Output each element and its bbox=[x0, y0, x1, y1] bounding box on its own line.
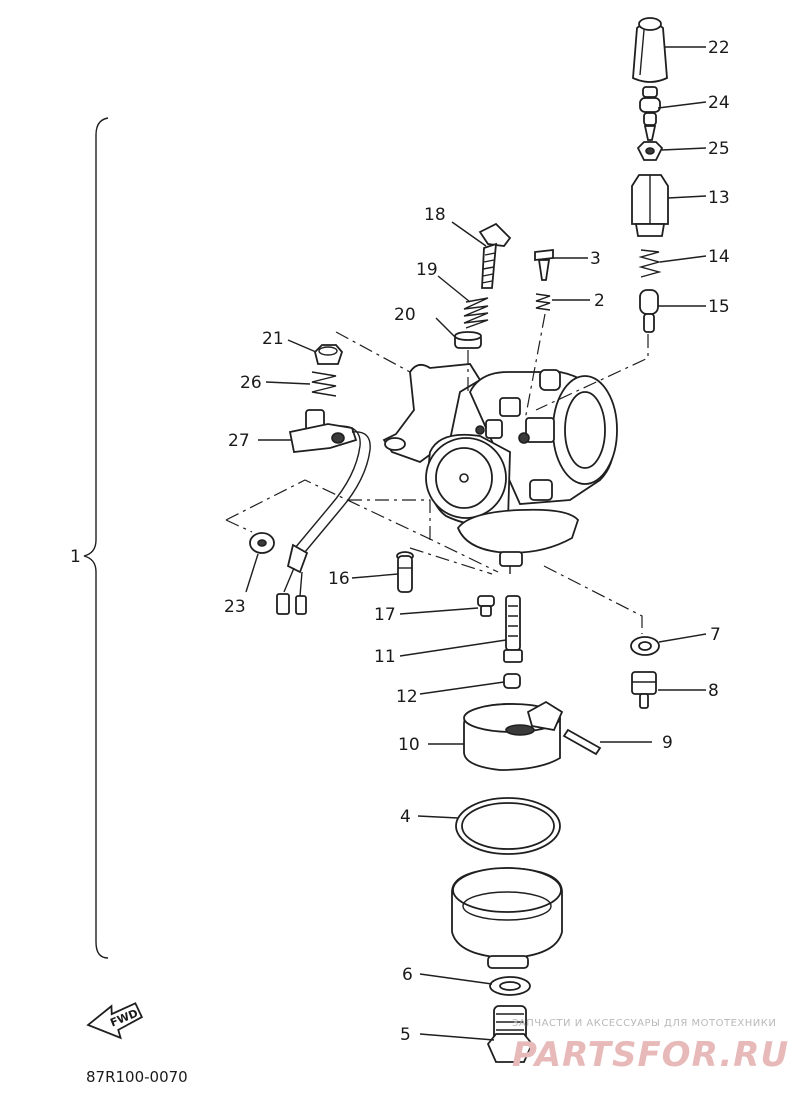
forward-arrow-icon: FWD bbox=[86, 1002, 144, 1040]
part-13-starter-housing bbox=[631, 174, 669, 237]
callout-6: 6 bbox=[402, 965, 413, 985]
callout-16: 16 bbox=[328, 569, 350, 589]
callout-11: 11 bbox=[374, 647, 396, 667]
part-9-float-pin bbox=[562, 728, 602, 756]
part-11-needle-jet bbox=[503, 595, 523, 663]
callout-5: 5 bbox=[400, 1025, 411, 1045]
assembly-guide-lines bbox=[225, 313, 649, 634]
carburetor-body bbox=[382, 363, 618, 574]
part-23-grommet bbox=[249, 532, 275, 554]
part-7-washer bbox=[630, 636, 660, 656]
assembly-bracket bbox=[83, 117, 109, 959]
float-bowl bbox=[451, 867, 563, 969]
callout-9: 9 bbox=[662, 733, 673, 753]
callout-1: 1 bbox=[70, 547, 81, 567]
watermark: ЗАПЧАСТИ И АКСЕССУАРЫ ДЛЯ МОТОТЕХНИКИ PA… bbox=[512, 1018, 789, 1075]
callout-13: 13 bbox=[708, 188, 730, 208]
part-24-plunger-body bbox=[639, 86, 661, 141]
part-26-spring bbox=[311, 371, 337, 397]
callout-8: 8 bbox=[708, 681, 719, 701]
part-27-cable-adjuster bbox=[276, 409, 371, 615]
callout-22: 22 bbox=[708, 38, 730, 58]
callout-7: 7 bbox=[710, 625, 721, 645]
callout-18: 18 bbox=[424, 205, 446, 225]
part-6-washer bbox=[489, 976, 531, 996]
part-25-nut bbox=[636, 141, 664, 161]
part-2-spring bbox=[535, 293, 551, 311]
part-18-throttle-stop-screw bbox=[478, 222, 512, 289]
watermark-brand: PARTSFOR.RU bbox=[512, 1035, 789, 1075]
watermark-tagline: ЗАПЧАСТИ И АКСЕССУАРЫ ДЛЯ МОТОТЕХНИКИ bbox=[512, 1018, 776, 1029]
callout-4: 4 bbox=[400, 807, 411, 827]
callout-15: 15 bbox=[708, 297, 730, 317]
callout-21: 21 bbox=[262, 329, 284, 349]
callout-12: 12 bbox=[396, 687, 418, 707]
callout-27: 27 bbox=[228, 431, 250, 451]
part-4-gasket bbox=[455, 797, 561, 855]
part-15-plunger bbox=[639, 289, 659, 333]
callout-3: 3 bbox=[590, 249, 601, 269]
drawing-code: 87R100-0070 bbox=[86, 1068, 188, 1086]
part-20-washer bbox=[454, 331, 482, 349]
part-8-needle-valve bbox=[631, 671, 657, 709]
callout-26: 26 bbox=[240, 373, 262, 393]
callout-24: 24 bbox=[708, 93, 730, 113]
part-12-main-jet bbox=[503, 673, 521, 689]
part-17-screw bbox=[477, 595, 495, 617]
part-14-spring bbox=[638, 249, 662, 278]
callout-20: 20 bbox=[394, 305, 416, 325]
part-3-screw bbox=[534, 248, 554, 281]
part-21-nut bbox=[314, 344, 344, 365]
callout-19: 19 bbox=[416, 260, 438, 280]
leader-lines bbox=[245, 46, 707, 1041]
part-10-float bbox=[463, 700, 564, 771]
callout-14: 14 bbox=[708, 247, 730, 267]
callout-25: 25 bbox=[708, 139, 730, 159]
callout-10: 10 bbox=[398, 735, 420, 755]
part-5-drain-plug bbox=[486, 1005, 534, 1063]
callout-labels: 22 24 25 13 14 15 18 19 20 3 2 21 26 27 … bbox=[70, 38, 730, 1045]
callout-17: 17 bbox=[374, 605, 396, 625]
part-19-spring bbox=[463, 297, 489, 329]
callout-23: 23 bbox=[224, 597, 246, 617]
callout-2: 2 bbox=[594, 291, 605, 311]
part-16-pilot-jet bbox=[396, 551, 414, 593]
part-22-cap bbox=[632, 17, 668, 83]
